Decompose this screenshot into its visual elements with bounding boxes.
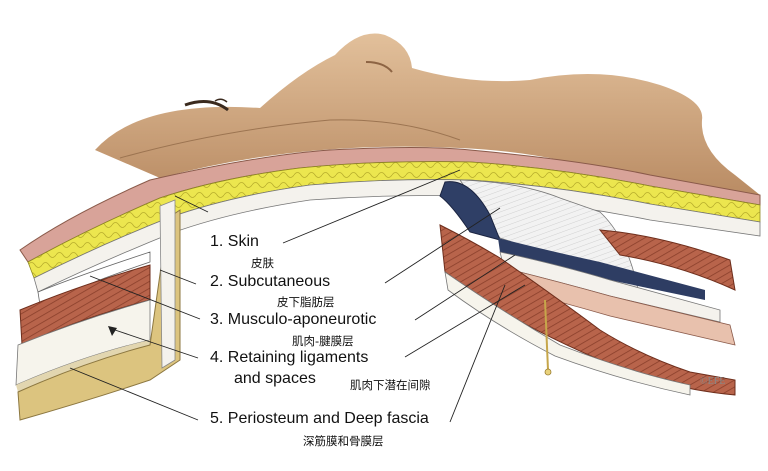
- leader-lines: [69, 169, 526, 423]
- layer-3-label: 3. Musculo-aponeurotic: [210, 311, 377, 328]
- left-cut-block: [15, 199, 181, 421]
- layer-3-cn-label: 肌肉-腱膜层: [292, 334, 354, 348]
- layer-1-cn-label: 皮肤: [251, 256, 274, 270]
- layer-5-label: 5. Periosteum and Deep fascia: [210, 410, 429, 427]
- layer-2-cn-label: 皮下脂肪层: [277, 295, 335, 309]
- layer-4-label: 4. Retaining ligaments: [210, 349, 369, 366]
- layer-1-label: 1. Skin: [210, 233, 259, 250]
- right-cut-block: [439, 179, 736, 396]
- layer-4-cn-label: 肌肉下潜在间隙: [350, 378, 431, 392]
- layer-5-cn-label: 深筋膜和骨膜层: [303, 434, 384, 448]
- layer-2-label: 2. Subcutaneous: [210, 273, 331, 290]
- smas-layer: [33, 179, 761, 293]
- face-surface: [95, 33, 760, 200]
- artist-signature: ©EFE: [700, 376, 726, 387]
- layer-4-label-line2: and spaces: [234, 370, 316, 387]
